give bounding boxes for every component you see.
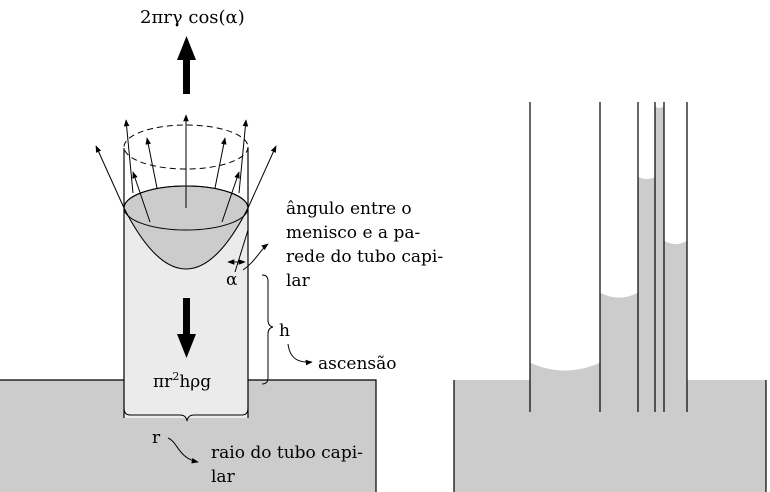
right-menisci: [529, 175, 688, 371]
angle-note-line: lar: [286, 271, 311, 291]
angle-note: ângulo entre o menisco e a pa- rede do t…: [286, 199, 443, 291]
downward-force-arrow: [177, 298, 196, 358]
left-container-liquid: [0, 380, 376, 492]
angle-marker: [227, 229, 269, 273]
tube2-liquid: [600, 292, 638, 492]
angle-note-line: menisco e a pa-: [286, 223, 420, 243]
tension-arrow: [145, 137, 158, 189]
radius-note: raio do tubo capi- lar: [211, 443, 363, 487]
tension-arrow: [238, 119, 249, 194]
tension-arrow: [221, 171, 240, 223]
downward-force-label: πr2hρg: [153, 370, 211, 392]
radius-note-line: raio do tubo capi-: [211, 443, 363, 463]
tube3-liquid: [638, 176, 655, 492]
left-container-wall: [0, 379, 377, 492]
upward-force-arrow: [177, 36, 196, 94]
dashed-ring: [123, 124, 249, 170]
rise-note: ascensão: [318, 354, 396, 374]
radius-pointer: [167, 437, 199, 464]
tube1-liquid: [530, 362, 600, 492]
angle-note-line: rede do tubo capi-: [286, 247, 443, 267]
tension-arrow: [123, 119, 134, 194]
height-brace: [261, 274, 274, 385]
surface-tension-arrows: [95, 114, 277, 223]
angle-note-line: ângulo entre o: [286, 199, 412, 219]
upward-force-label: 2πrγ cos(α): [140, 7, 245, 28]
height-label: h: [279, 321, 290, 341]
alpha-label: α: [226, 270, 238, 290]
tension-arrow: [214, 137, 227, 189]
radius-label: r: [152, 428, 161, 448]
radius-brace: [123, 407, 249, 422]
tube5-liquid: [664, 240, 687, 492]
radius-note-line: lar: [211, 467, 236, 487]
tension-arrow: [95, 145, 125, 209]
right-container-wall: [453, 380, 767, 492]
tension-arrow: [247, 145, 277, 209]
left-capillary-figure: 2πrγ cos(α) πr2hρg α h r ângulo entre o …: [0, 7, 443, 492]
tension-arrow: [132, 171, 151, 223]
right-tube-walls: [529, 102, 688, 412]
rise-pointer: [287, 343, 313, 366]
right-capillary-figure: [453, 102, 767, 492]
tube4-liquid: [655, 106, 664, 492]
